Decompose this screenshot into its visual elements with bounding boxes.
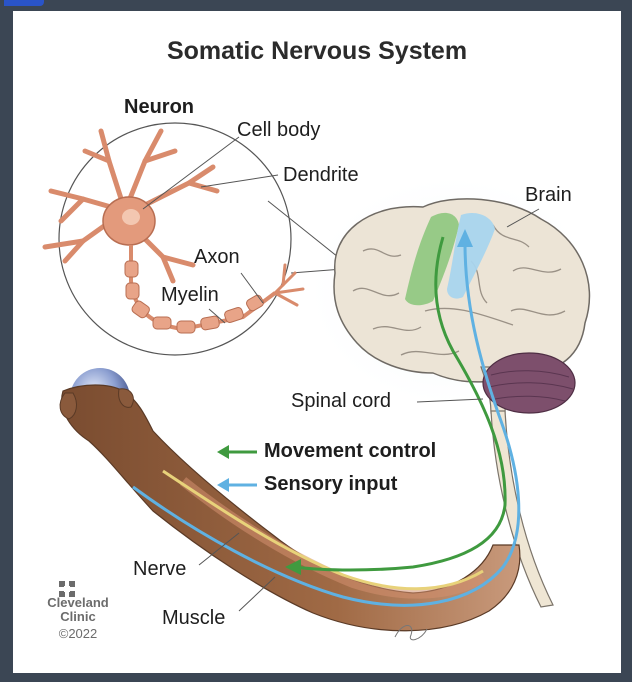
sensory-input-arrowhead (457, 229, 473, 247)
axon-terminals (273, 263, 305, 307)
movement-control-path (294, 236, 507, 572)
neuron-leader-lines (142, 136, 279, 324)
label-spinal-cord: Spinal cord (291, 390, 392, 412)
sensory-cortex (447, 212, 495, 299)
movement-control-arrowhead (285, 559, 301, 575)
illustration-card: Somatic Nervous System Neuron Cell body … (13, 11, 621, 673)
label-muscle: Muscle (162, 607, 226, 629)
arm-nerve (162, 469, 484, 591)
top-bar (0, 0, 632, 12)
label-cell-body: Cell body (237, 119, 321, 141)
brand-name-line1: Cleveland (47, 595, 109, 610)
hand-fingers (59, 388, 134, 420)
diagram-title: Somatic Nervous System (166, 37, 468, 65)
brand-block: Cleveland Clinic ©2022 (37, 574, 119, 641)
sensory-input-path (132, 242, 521, 607)
legend-movement-arrow (217, 445, 257, 459)
artist-signature (394, 625, 428, 641)
label-myelin: Myelin (161, 284, 219, 306)
myelin-sheath (124, 260, 264, 334)
magnifier-pointer-top (267, 200, 344, 262)
cleveland-clinic-logo (59, 581, 75, 597)
top-accent (4, 0, 44, 6)
label-brain: Brain (525, 184, 572, 206)
legend-sensory-arrow (217, 478, 257, 492)
label-axon: Axon (194, 246, 240, 268)
label-nerve: Nerve (133, 558, 187, 580)
legend-sensory-input: Sensory input (264, 473, 398, 495)
body-leader-lines (198, 208, 540, 612)
arm (61, 384, 521, 632)
brand-copyright: ©2022 (58, 626, 98, 641)
cerebellum-folds (488, 370, 574, 402)
diagram-artwork (42, 122, 603, 641)
spinal-cord (490, 410, 554, 608)
brand-name-line2: Clinic (60, 609, 96, 624)
label-dendrite: Dendrite (283, 164, 359, 186)
neuron-magnifier-circle (58, 122, 292, 356)
neuron-nucleus (122, 209, 140, 225)
legend-movement-control: Movement control (264, 440, 437, 462)
motor-cortex (405, 212, 459, 306)
label-neuron: Neuron (124, 96, 194, 118)
